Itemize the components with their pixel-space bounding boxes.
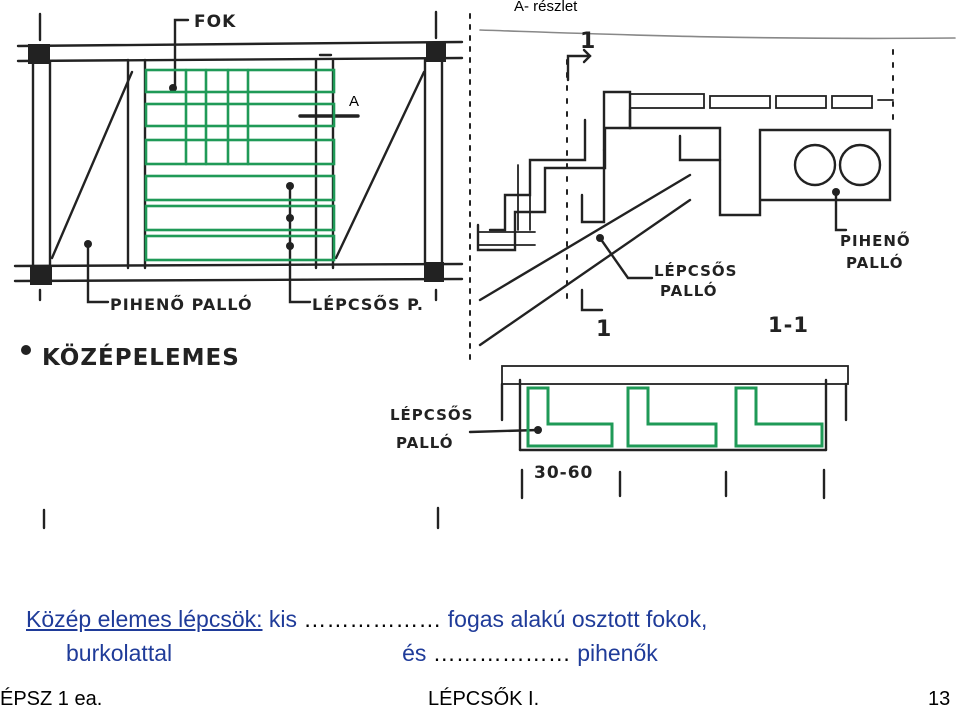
kozepelemes-heading: KÖZÉPELEMES — [42, 343, 240, 371]
fok-label: FOK — [194, 12, 236, 32]
caption-pihenok: pihenők — [570, 640, 658, 666]
section-piheno-l2: PALLÓ — [846, 253, 904, 272]
dimension-label: 30-60 — [534, 463, 593, 483]
stair-sketch: FOK PIHENŐ PALLÓ LÉPCSŐS P. KÖZÉPELEMES … — [13, 10, 956, 530]
footer-topic: LÉPCSŐK I. — [428, 688, 540, 710]
plan-view — [13, 10, 464, 530]
caption-line-1: Közép elemes lépcsök: kis ……………… fogas a… — [26, 606, 707, 633]
caption-kis: kis — [262, 606, 298, 632]
section-lepcsos-l1: LÉPCSŐS — [654, 260, 737, 280]
detail-lepcsos-l1: LÉPCSŐS — [390, 404, 473, 424]
cut-mark-top: 1 — [580, 29, 596, 54]
caption-line-2: burkolattal és ……………… pihenők — [66, 640, 658, 667]
section-name: 1-1 — [768, 313, 809, 337]
section-piheno-l1: PIHENŐ — [840, 230, 911, 250]
page-number: 13 — [928, 688, 951, 710]
section-lepcsos-l2: PALLÓ — [660, 281, 718, 300]
bottom-green-steps — [526, 386, 824, 448]
caption-title: Közép elemes lépcsök: — [26, 606, 263, 632]
caption-fokok: fogas alakú osztott fokok, — [441, 606, 708, 632]
caption-burkolattal: burkolattal — [66, 640, 173, 666]
plan-treads — [144, 68, 336, 262]
caption-dots-2: ……………… — [426, 640, 571, 666]
caption-dots-1: ……………… — [297, 606, 442, 632]
lepcsos-p-label: LÉPCSŐS P. — [312, 294, 424, 314]
piheno-pallo-label: PIHENŐ PALLÓ — [110, 294, 253, 314]
bottom-detail — [468, 365, 849, 500]
section-view — [469, 13, 956, 361]
detail-title: A- részlet — [514, 0, 578, 15]
cut-mark-bottom: 1 — [596, 317, 612, 342]
detail-lepcsos-l2: PALLÓ — [396, 433, 454, 452]
footer-course: ÉPSZ 1 ea. — [0, 688, 103, 710]
caption-es: és — [402, 640, 427, 666]
section-mark-a: A — [349, 93, 360, 110]
